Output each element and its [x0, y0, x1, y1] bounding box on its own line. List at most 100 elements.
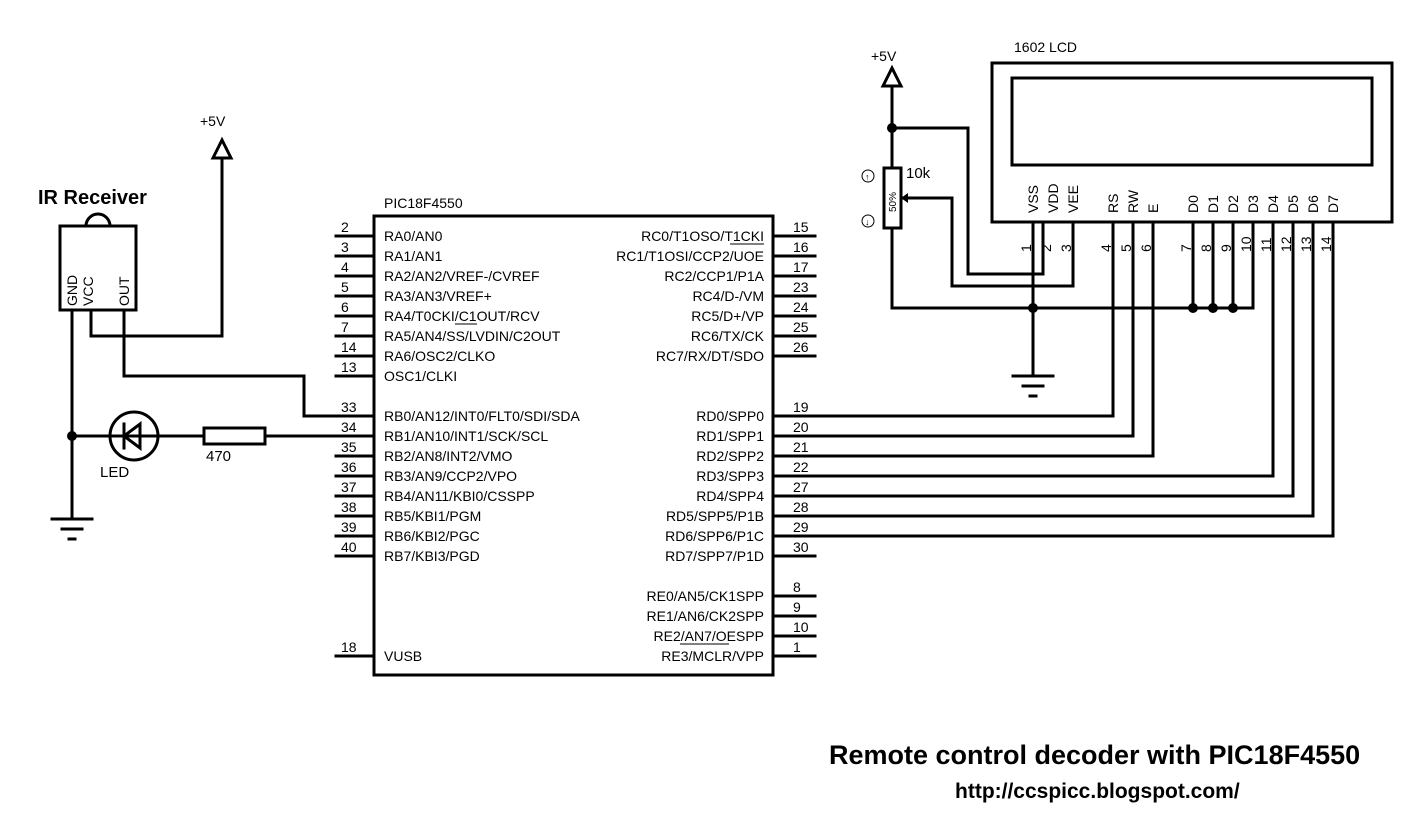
- pin-number: 4: [1098, 244, 1114, 252]
- pin-number: 21: [793, 439, 809, 455]
- pin-name: VSS: [1025, 185, 1041, 213]
- pin-name: RB0/AN12/INT0/FLT0/SDI/SDA: [384, 408, 580, 424]
- ground-symbol-right: [1011, 374, 1055, 398]
- pot-wiper-value: 50%: [888, 192, 899, 212]
- pin-name: RA1/AN1: [384, 248, 443, 264]
- pin-name: RW: [1125, 189, 1141, 213]
- lcd-pin-d1: D18: [1198, 195, 1221, 252]
- ir-pin-out-label: OUT: [116, 276, 132, 306]
- supply-5v-lcd-label: +5V: [871, 48, 897, 64]
- pin-number: 16: [793, 239, 809, 255]
- pin-name: RD5/SPP5/P1B: [666, 508, 764, 524]
- pin-name: RA3/AN3/VREF+: [384, 288, 492, 304]
- supply-5v-ir: +5V: [200, 113, 234, 160]
- pin-name: RD4/SPP4: [696, 488, 764, 504]
- pin-name: RA0/AN0: [384, 228, 443, 244]
- ir-receiver: IR Receiver GND VCC OUT: [38, 187, 147, 312]
- wire-rd4-d5: [813, 220, 1295, 498]
- pin-name: D6: [1305, 195, 1321, 213]
- lcd-screen: [1010, 76, 1374, 167]
- pin-name: VDD: [1045, 183, 1061, 213]
- pin-number: 29: [793, 519, 809, 535]
- pin-name: RA2/AN2/VREF-/CVREF: [384, 268, 540, 284]
- pin-number: 39: [341, 519, 357, 535]
- pin-name: D3: [1245, 195, 1261, 213]
- wire-rd0-rs: [813, 220, 1115, 418]
- pin-name: RE1/AN6/CK2SPP: [647, 608, 765, 624]
- pin-number: 19: [793, 399, 809, 415]
- pin-name: RB2/AN8/INT2/VMO: [384, 448, 512, 464]
- pot-down-button[interactable]: [861, 214, 875, 228]
- pin-name: E: [1145, 204, 1161, 213]
- pin-name: RB5/KBI1/PGM: [384, 508, 481, 524]
- footer-url[interactable]: http://ccspicc.blogspot.com/: [955, 780, 1240, 803]
- pin-name: OSC1/CLKI: [384, 368, 457, 384]
- mcu-body: [372, 214, 775, 677]
- pin-number: 34: [341, 419, 357, 435]
- pin-number: 14: [1318, 236, 1334, 252]
- pin-number: 28: [793, 499, 809, 515]
- pin-number: 2: [1038, 244, 1054, 252]
- pin-name: RB6/KBI2/PGC: [384, 528, 480, 544]
- led-label: LED: [100, 464, 129, 481]
- pin-number: 14: [341, 339, 357, 355]
- ir-receiver-lens: [84, 212, 112, 228]
- pin-number: 9: [1218, 244, 1234, 252]
- pin-number: 3: [341, 239, 349, 255]
- pin-number: 8: [1198, 244, 1214, 252]
- pin-number: 17: [793, 259, 809, 275]
- pin-name: RA6/OSC2/CLKO: [384, 348, 495, 364]
- wire-ir-vcc: [89, 156, 224, 338]
- pin-name: VEE: [1065, 185, 1081, 213]
- pin-name: RS: [1105, 194, 1121, 213]
- pin-number: 11: [1258, 237, 1274, 252]
- pin-name: RB4/AN11/KBI0/CSSPP: [384, 488, 535, 504]
- pin-number: 26: [793, 339, 809, 355]
- pin-name: RC5/D+/VP: [691, 308, 764, 324]
- pin-number: 12: [1278, 236, 1294, 252]
- pin-number: 9: [793, 599, 801, 615]
- pin-number: 24: [793, 299, 809, 315]
- pin-name: RC6/TX/CK: [691, 328, 765, 344]
- wire-vdd: [890, 126, 1045, 276]
- pin-name: RE3/MCLR/VPP: [661, 648, 764, 664]
- pot-up-button[interactable]: [861, 169, 875, 183]
- pin-number: 13: [1298, 236, 1314, 252]
- pin-name: RD7/SPP7/P1D: [665, 548, 764, 564]
- wiper-arrow-icon: [901, 193, 908, 203]
- ground-symbol-left: [50, 517, 94, 541]
- lcd-pin-d0: D07: [1178, 195, 1201, 252]
- pin-number: 5: [341, 279, 349, 295]
- pin-name: RE2/AN7/OESPP: [654, 628, 765, 644]
- pin-number: 35: [341, 439, 357, 455]
- pin-number: 23: [793, 279, 809, 295]
- mcu-right-pins: 15RC0/T1OSO/T1CKI16RC1/T1OSI/CCP2/UOE17R…: [616, 219, 817, 664]
- wire-rd2-e: [813, 220, 1155, 458]
- pin-number: 10: [793, 619, 809, 635]
- ir-pin-gnd-label: GND: [64, 275, 80, 306]
- lcd-pin-e: E6: [1138, 204, 1161, 252]
- lcd-1602: 1602 LCD VSS1VDD2VEE3RS4RW5E6D07D18D29D3…: [990, 39, 1394, 252]
- supply-5v-lcd: +5V: [871, 48, 904, 88]
